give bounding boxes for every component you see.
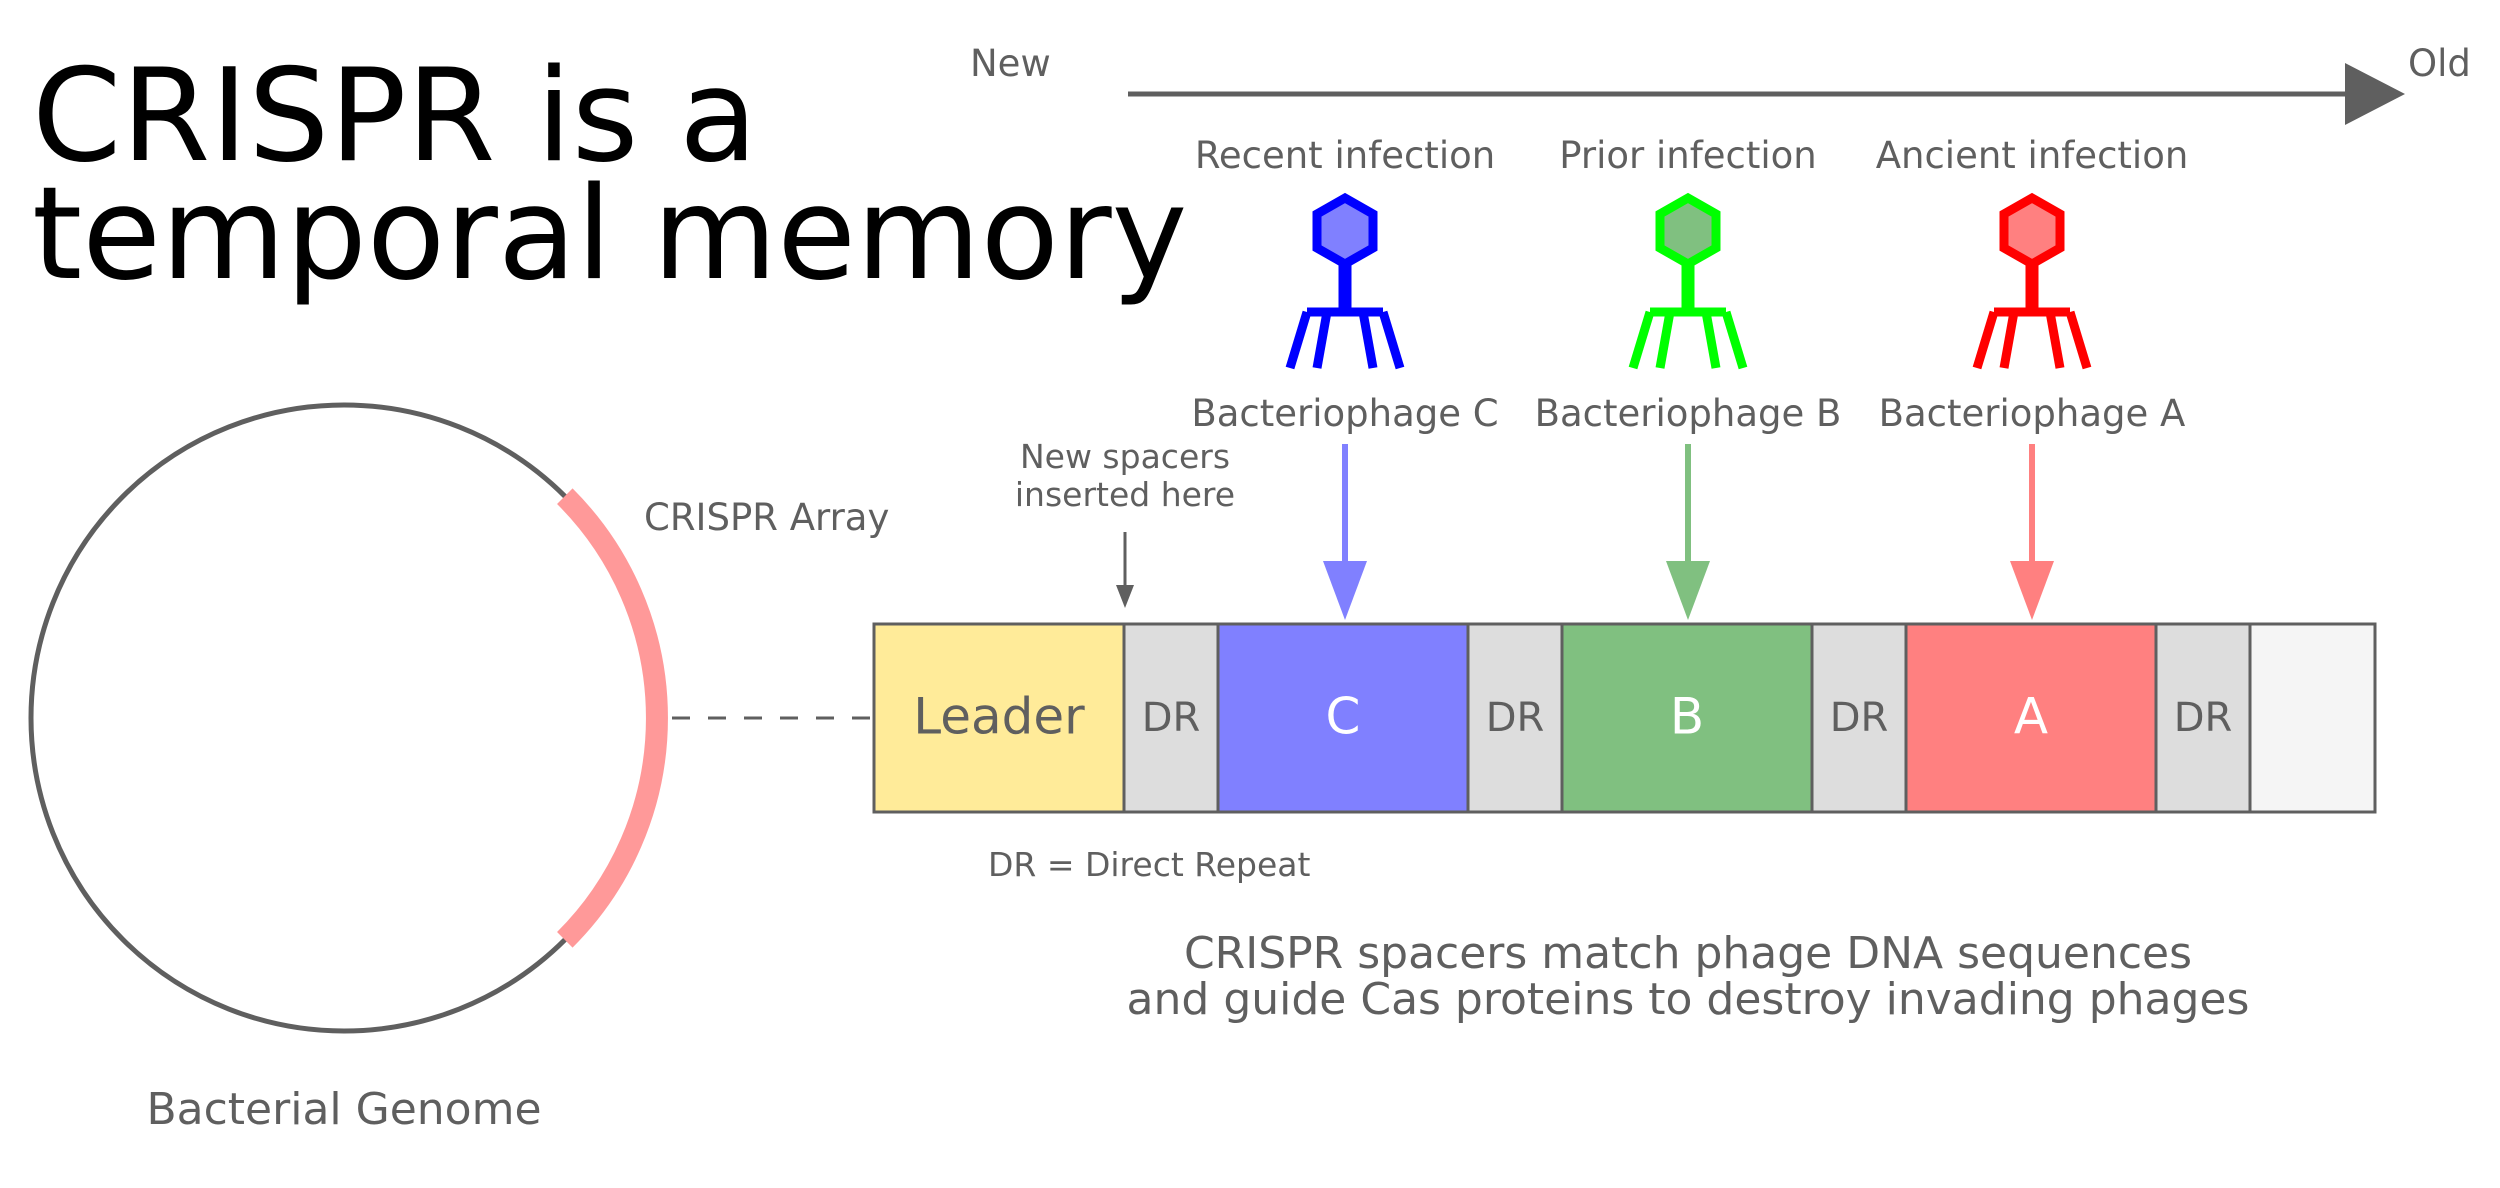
- array-segment-empty-8: [2248, 622, 2377, 814]
- bacteriophage-b-icon: [1628, 192, 1748, 370]
- array-segment-spacer-2: [1216, 622, 1470, 814]
- spacer-arrow-a: [2010, 444, 2054, 620]
- infection-label-prior: Prior infection: [1559, 134, 1817, 177]
- new-spacers-note-line-2: inserted here: [1015, 475, 1235, 514]
- spacer-arrow-c: [1323, 444, 1367, 620]
- array-segment-label-2: C: [1326, 688, 1361, 746]
- array-segment-repeat-5: [1810, 622, 1908, 814]
- phage-name-c: Bacteriophage C: [1191, 392, 1498, 435]
- caption-line-1: CRISPR spacers match phage DNA sequences: [1184, 928, 2192, 979]
- array-segment-label-5: DR: [1830, 695, 1889, 741]
- timeline: New Old: [970, 42, 2471, 125]
- array-segment-label-1: DR: [1142, 695, 1201, 741]
- title-line-2: temporal memory: [32, 160, 1187, 309]
- crispr-array-label: CRISPR Array: [644, 496, 889, 539]
- array-segment-repeat-3: [1466, 622, 1564, 814]
- array-segment-leader-0: [872, 622, 1126, 814]
- dr-legend: DR = Direct Repeat: [988, 845, 1310, 884]
- spacer-arrow-b: [1666, 444, 1710, 620]
- bacteriophage-a-icon: [1972, 192, 2092, 370]
- array-segment-label-7: DR: [2174, 695, 2233, 741]
- timeline-arrow-head: [2345, 63, 2405, 125]
- array-segment-spacer-4: [1560, 622, 1814, 814]
- array-segment-label-4: B: [1670, 688, 1704, 746]
- array-segment-label-0: Leader: [913, 688, 1085, 746]
- timeline-new-label: New: [970, 42, 1051, 85]
- infection-label-ancient: Ancient infection: [1876, 134, 2189, 177]
- insertion-point-arrow: [1116, 532, 1134, 608]
- phage-name-a: Bacteriophage A: [1879, 392, 2186, 435]
- new-spacers-note-line-1: New spacers: [1020, 437, 1230, 476]
- phage-name-b: Bacteriophage B: [1535, 392, 1842, 435]
- bacterial-genome-label: Bacterial Genome: [146, 1084, 541, 1135]
- crispr-array-bar: Leader DR C DR B DR A DR: [872, 622, 2377, 814]
- timeline-old-label: Old: [2408, 42, 2471, 85]
- title-line-1: CRISPR is a: [32, 42, 758, 191]
- array-segment-label-6: A: [2014, 688, 2048, 746]
- array-segment-label-3: DR: [1486, 695, 1545, 741]
- array-segment-repeat-7: [2154, 622, 2252, 814]
- caption-line-2: and guide Cas proteins to destroy invadi…: [1127, 974, 2250, 1025]
- infection-label-recent: Recent infection: [1195, 134, 1495, 177]
- crispr-array-arc: [557, 488, 668, 948]
- bacteriophage-c-icon: [1285, 192, 1405, 370]
- bacterial-genome: [28, 402, 668, 1034]
